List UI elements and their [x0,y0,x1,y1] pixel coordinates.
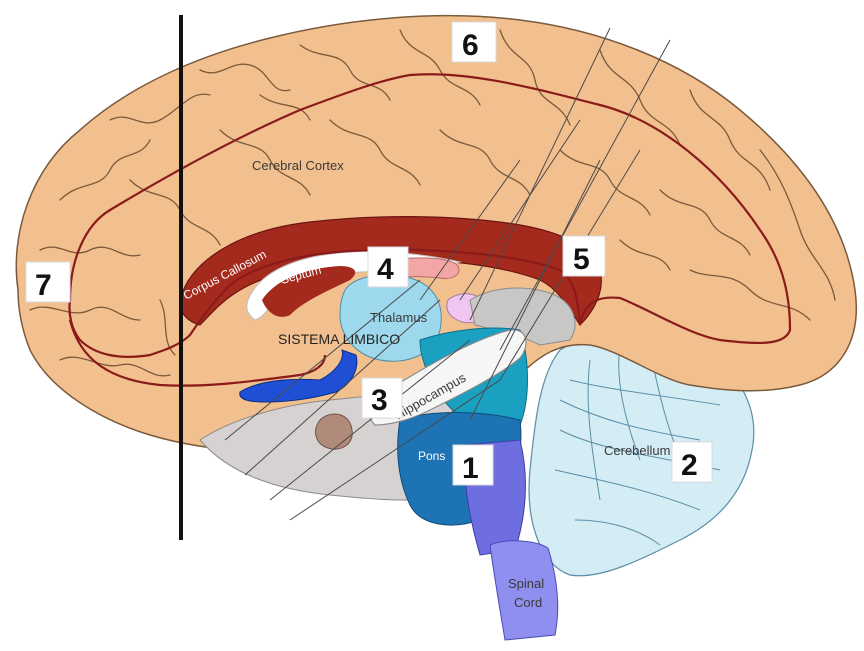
marker-1: 1 [452,444,494,486]
svg-text:4: 4 [377,253,394,286]
limbic-system-lower-loop [68,319,327,387]
leader-lines [224,27,671,521]
marker-7: 7 [25,261,71,303]
cortex-gyri [29,29,836,377]
label-pons: Pons [418,449,445,463]
marker-2: 2 [671,441,713,483]
label-spinal-cord-1: Spinal [508,576,544,591]
limbic-system-outline [68,73,792,358]
label-cerebral-cortex: Cerebral Cortex [252,158,344,173]
marker-3: 3 [361,377,403,419]
marker-5: 5 [562,235,606,277]
marker-4: 4 [367,246,409,288]
pituitary-shape [315,413,353,450]
svg-text:2: 2 [681,449,698,482]
svg-text:3: 3 [371,384,388,417]
label-cerebellum: Cerebellum [604,443,670,458]
marker-6: 6 [451,21,497,63]
label-thalamus: Thalamus [370,310,428,325]
svg-text:7: 7 [35,269,52,302]
amygdala-shape [239,349,358,403]
corpus-callosum-shape [179,216,602,326]
svg-text:1: 1 [462,452,479,485]
svg-text:6: 6 [462,29,479,62]
label-spinal-cord-2: Cord [514,595,542,610]
septum-inner [262,266,356,317]
spinal-cord-shape [489,540,559,641]
svg-text:5: 5 [573,243,590,276]
label-sistema-limbico: SISTEMA LIMBICO [278,331,400,347]
hippocampus-shape [368,329,527,426]
